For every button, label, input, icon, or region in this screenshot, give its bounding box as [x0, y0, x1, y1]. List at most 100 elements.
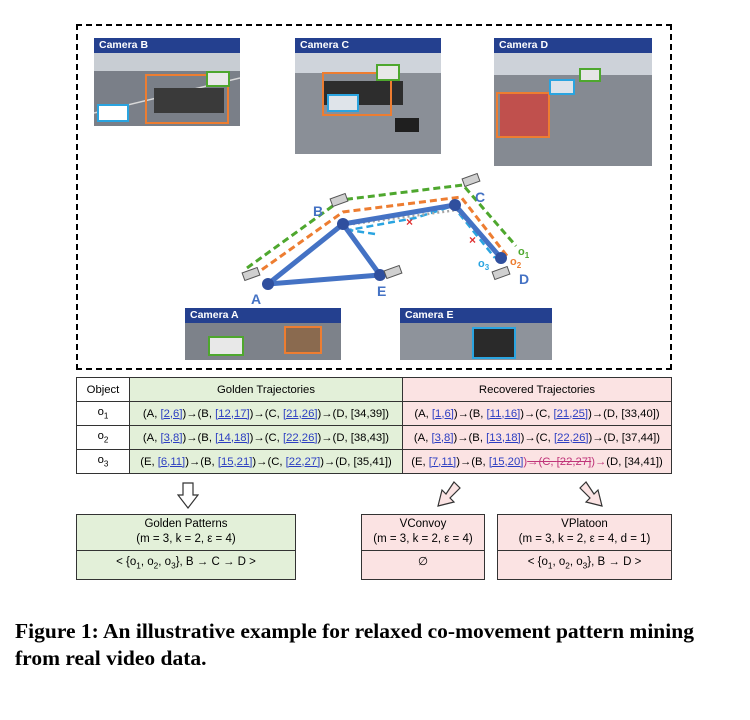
down-left-arrow-icon-vconvoy: [437, 481, 461, 507]
camera-b-scene: [94, 53, 240, 126]
camera-icon-e: [383, 264, 403, 280]
node-c: [449, 199, 461, 211]
camera-icon-d: [491, 265, 511, 281]
trajectory-table: Object Golden Trajectories Recovered Tra…: [76, 377, 672, 474]
node-label-e: E: [377, 283, 386, 299]
table-row: o1 (A, [2,6])→(B, [12,17])→(C, [21,26])→…: [76, 401, 672, 426]
break-x-1: ×: [406, 215, 413, 229]
text-segment: [11,16]: [486, 407, 521, 420]
node-label-d: D: [519, 271, 529, 287]
camera-e-scene: [400, 323, 552, 360]
text-segment: [3,8]: [160, 431, 183, 444]
text-segment: )→(B,: [182, 431, 216, 444]
o1-path: [246, 183, 518, 270]
text-segment: < {o: [116, 556, 137, 568]
text-segment: )→(C,: [249, 407, 283, 420]
figure-caption: Figure 1: An illustrative example for re…: [15, 619, 694, 670]
scene-frame: [76, 24, 672, 370]
camera-a-label: Camera A: [185, 308, 341, 323]
text-segment: )→(B,: [185, 455, 218, 468]
camera-c-label: Camera C: [295, 38, 441, 53]
text-segment: )→(D, [33,40]): [588, 407, 660, 420]
camera-c-scene: [295, 53, 441, 154]
text-segment: )→(B,: [182, 407, 216, 420]
node-e: [374, 269, 386, 281]
label-o1: o1: [518, 246, 530, 260]
camera-d-scene: [494, 53, 652, 166]
text-segment: < {o: [527, 556, 548, 568]
golden-patterns-title: Golden Patterns: [144, 518, 228, 530]
road-graph: [266, 220, 385, 287]
text-segment: [7,11]: [428, 455, 457, 468]
text-segment: [14,18]: [215, 431, 250, 444]
recovered-trajectory-cell: (A, [3,8])→(B, [13,18])→(C, [22,26])→(D,…: [402, 425, 672, 450]
text-segment: [22,26]: [553, 431, 589, 444]
text-segment: )→(D, [37,44]): [588, 431, 661, 444]
camera-a-image: Camera A: [185, 308, 341, 360]
camera-icon-b: [329, 192, 349, 208]
vconvoy-box: VConvoy (m = 3, k = 2, ε = 4) ∅: [361, 514, 485, 580]
o3-path: [348, 204, 496, 259]
camera-e-label: Camera E: [400, 308, 552, 323]
text-segment: [3,8]: [431, 431, 454, 444]
header-golden: Golden Trajectories: [129, 377, 403, 402]
camera-d-image: Camera D: [494, 38, 652, 166]
text-segment: )→(D, [38,43]): [317, 431, 390, 444]
text-segment: )→(C,: [252, 455, 286, 468]
text-segment: )→(C,: [249, 431, 283, 444]
vplatoon-title: VPlatoon: [561, 518, 608, 530]
text-segment: [15,21]: [217, 455, 253, 468]
text-segment: }, B → D >: [587, 556, 642, 568]
vplatoon-result: < {o1, o2, o3}, B → D >: [498, 551, 671, 577]
road-bcd: [342, 202, 503, 260]
vplatoon-box: VPlatoon (m = 3, k = 2, ε = 4, d = 1) < …: [497, 514, 672, 580]
trajectory-graph: × × A B C E D o1 o2 o3: [241, 172, 530, 307]
text-segment: [6,11]: [157, 455, 186, 468]
table-header-row: Object Golden Trajectories Recovered Tra…: [76, 377, 672, 402]
text-segment: [13,18]: [486, 431, 521, 444]
text-segment: [2,6]: [160, 407, 183, 420]
camera-d-label: Camera D: [494, 38, 652, 53]
vconvoy-title: VConvoy: [399, 518, 447, 530]
down-right-arrow-icon-vplatoon: [579, 481, 603, 507]
text-segment: [21,26]: [282, 407, 318, 420]
text-segment: 2: [565, 561, 570, 571]
break-x-2: ×: [469, 233, 476, 247]
node-b: [337, 218, 349, 230]
text-segment: [22,26]: [282, 431, 318, 444]
camera-a-scene: [185, 323, 341, 360]
recovered-trajectory-cell: (E, [7,11])→(B, [15,20])→(C, [22,27])→(D…: [402, 449, 672, 474]
vplatoon-params: (m = 3, k = 2, ε = 4, d = 1): [518, 533, 651, 545]
text-segment: 3: [582, 561, 588, 571]
vconvoy-params: (m = 3, k = 2, ε = 4): [373, 533, 473, 545]
golden-trajectory-cell: (E, [6,11])→(B, [15,21])→(C, [22,27])→(D…: [129, 449, 403, 474]
recovered-trajectory-cell: (A, [1,6])→(B, [11,16])→(C, [21,25])→(D,…: [402, 401, 672, 426]
down-arrow-icon-golden: [177, 482, 199, 509]
object-cell: o3: [76, 449, 130, 474]
object-cell: o1: [76, 401, 130, 426]
node-label-b: B: [313, 203, 323, 219]
node-a: [262, 278, 274, 290]
text-segment: [22,27]: [285, 455, 321, 468]
text-segment: (E,: [140, 455, 158, 468]
text-segment: , o: [552, 556, 566, 568]
golden-trajectory-cell: (A, [2,6])→(B, [12,17])→(C, [21,26])→(D,…: [129, 401, 403, 426]
text-segment: 3: [171, 561, 176, 571]
text-segment: (A,: [142, 431, 161, 444]
camera-c-image: Camera C: [295, 38, 441, 154]
text-segment: →(C,: [527, 455, 557, 468]
text-segment: 1: [547, 561, 553, 571]
table-row: o2 (A, [3,8])→(B, [14,18])→(C, [22,26])→…: [76, 425, 672, 450]
text-segment: ∅: [417, 556, 429, 568]
text-segment: [21,25]: [553, 407, 589, 420]
text-segment: ): [523, 455, 528, 468]
camera-icon-c: [461, 172, 481, 188]
text-segment: , o: [569, 556, 583, 568]
label-o3: o3: [478, 258, 490, 272]
text-segment: [12,17]: [215, 407, 250, 420]
golden-patterns-params: (m = 3, k = 2, ε = 4): [136, 533, 236, 545]
text-segment: (A,: [413, 431, 432, 444]
vconvoy-result: ∅: [362, 551, 484, 574]
text-segment: )→(B,: [453, 431, 487, 444]
label-o2: o2: [510, 256, 522, 270]
